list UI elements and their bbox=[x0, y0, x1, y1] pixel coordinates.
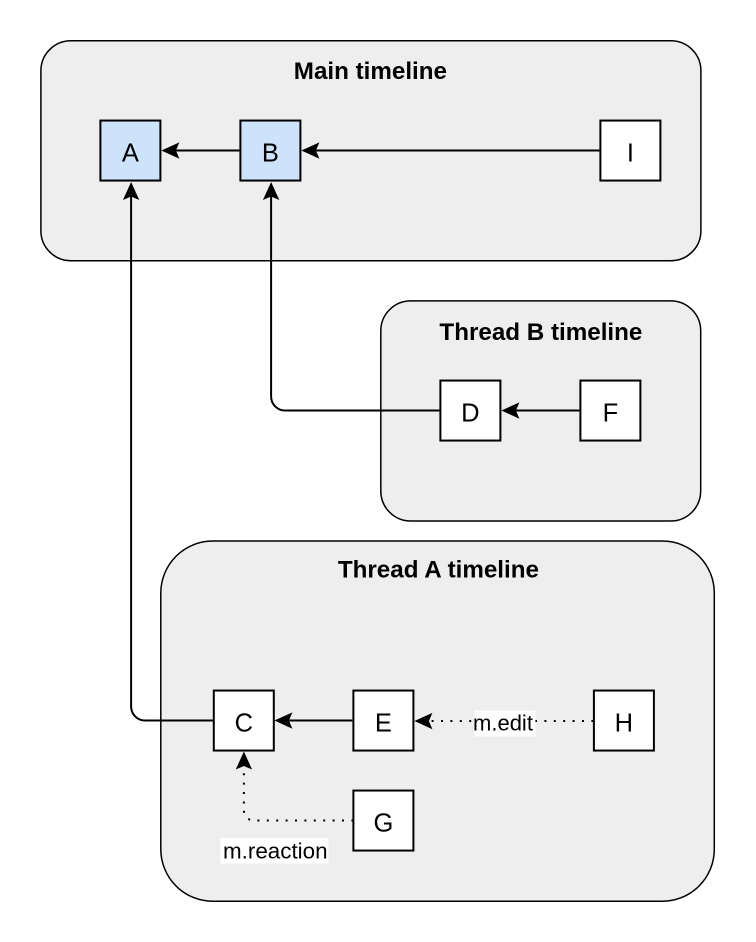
svg-text:A: A bbox=[122, 140, 139, 168]
svg-text:Main timeline: Main timeline bbox=[294, 58, 447, 85]
svg-text:m.edit: m.edit bbox=[473, 711, 533, 736]
svg-text:D: D bbox=[461, 400, 479, 428]
svg-text:Thread B timeline: Thread B timeline bbox=[439, 319, 642, 346]
svg-text:G: G bbox=[373, 810, 393, 838]
svg-text:C: C bbox=[235, 710, 253, 738]
svg-text:B: B bbox=[262, 140, 279, 168]
svg-text:m.reaction: m.reaction bbox=[223, 839, 328, 864]
svg-text:I: I bbox=[627, 140, 634, 168]
svg-text:Thread A timeline: Thread A timeline bbox=[338, 557, 539, 584]
svg-text:H: H bbox=[615, 710, 633, 738]
svg-text:F: F bbox=[603, 400, 619, 428]
svg-text:E: E bbox=[375, 710, 392, 738]
